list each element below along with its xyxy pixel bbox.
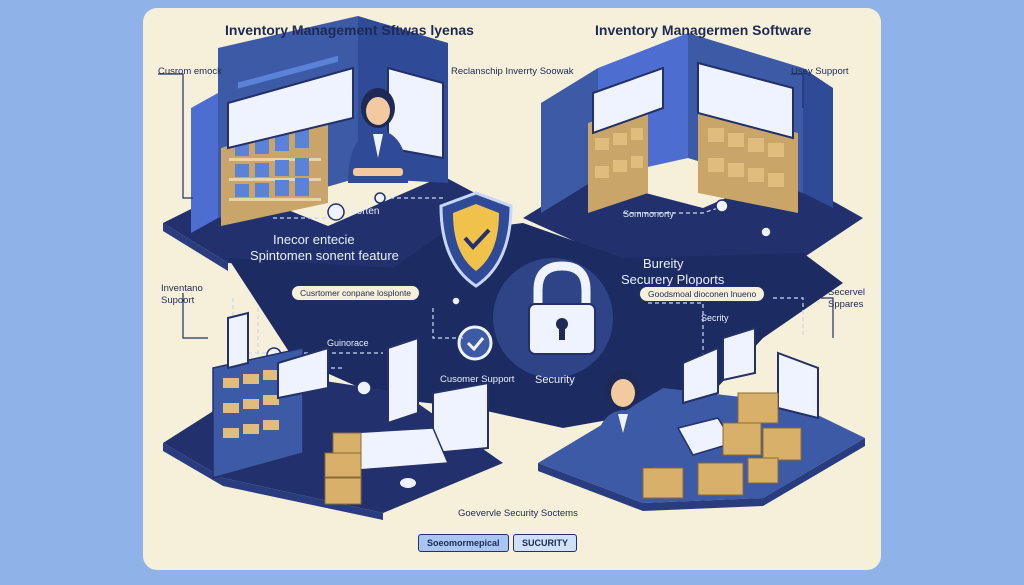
br-monitor-c	[777, 351, 819, 420]
label-support-left: Supoort	[161, 295, 195, 306]
bl-boxes	[324, 432, 362, 505]
br-monitor-a	[682, 346, 719, 405]
bl-monitor-a	[227, 311, 249, 370]
button-security[interactable]: SUCURITY	[513, 534, 578, 552]
floor-edge-left	[163, 443, 383, 520]
title-right: Inventory Managermen Software	[595, 22, 812, 38]
label-inventano: Inventano	[161, 283, 203, 294]
pill-customer: Cusrtomer conpane losplonte	[291, 285, 421, 301]
wall-right-left	[541, 68, 598, 213]
label-governance: Goevervle Security Soctems	[458, 508, 578, 519]
title-left: Inventory Management Sftwas lyenas	[225, 22, 474, 38]
padlock-icon	[528, 261, 596, 355]
screen-topleft-a	[227, 66, 354, 150]
shield-check	[463, 228, 491, 250]
br-boxes	[642, 392, 802, 499]
person-topleft	[348, 88, 408, 183]
screen-topright-b	[697, 61, 794, 140]
screen-topright-a	[592, 66, 664, 135]
outer-connectors	[158, 73, 834, 339]
label-sppares: Sppares	[828, 299, 864, 310]
label-indoor-entecie: Inecor entecie	[273, 232, 355, 247]
label-summonty: Sommonorty	[623, 209, 675, 219]
bl-monitor-b	[277, 346, 329, 400]
bl-monitor-d	[432, 381, 489, 455]
pill-goodsmoal: Goodsmoal dioconen lnueno	[639, 286, 766, 302]
shelf-left-rows	[229, 158, 321, 201]
screen-topleft-bar	[238, 55, 338, 89]
br-monitor-b	[722, 326, 756, 382]
bl-shelf-boxes	[223, 370, 279, 438]
check-circle-icon	[457, 325, 493, 361]
label-bureity: Bureity	[643, 256, 684, 271]
label-security-center: Security	[535, 374, 575, 386]
button-soeomormepical[interactable]: Soeomormepical	[418, 534, 509, 552]
label-securry-proports: Securery Ploports	[621, 272, 725, 287]
wall-right-side	[803, 68, 833, 208]
label-sorten: Sorten	[350, 206, 380, 217]
bl-monitor-c	[387, 336, 419, 425]
illustration-card: Inventory Management Sftwas lyenas Inven…	[143, 8, 881, 570]
shelf-right-b-boxes	[708, 128, 784, 187]
bl-mouse	[400, 478, 416, 488]
label-usey-support: Usey Support	[791, 66, 849, 77]
label-guinorace: Guinorace	[327, 338, 369, 348]
bl-keyboard	[347, 427, 450, 471]
floor-edge-right	[538, 438, 865, 511]
label-custom-emock: Cusrom emock	[158, 66, 222, 77]
shelf-right-a-boxes	[595, 128, 643, 178]
shield-inner	[453, 204, 499, 271]
person-bottomright	[593, 370, 653, 468]
floor-edge-top	[163, 223, 228, 271]
label-spintomen: Spintomen sonent feature	[250, 248, 399, 263]
wall-left-side	[191, 93, 218, 233]
label-customer-support: Cusomer Support	[440, 374, 515, 385]
label-secervel: Secervel	[828, 287, 865, 298]
scene-illustration	[158, 16, 865, 520]
label-relationship: Reclanschip Inverrty Soowak	[451, 66, 574, 77]
label-security-small: Secrity	[701, 313, 729, 323]
